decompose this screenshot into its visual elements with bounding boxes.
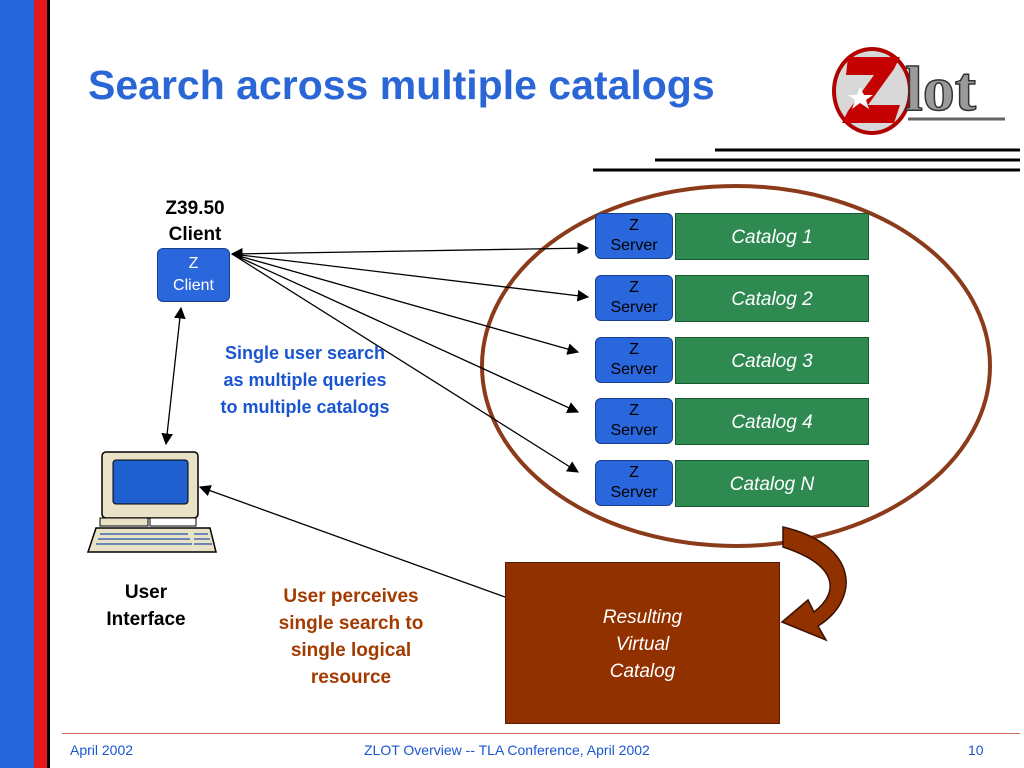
ui-caption-line1: User: [124, 582, 168, 603]
perceive-line3: single logical: [290, 640, 412, 661]
slide-title: Search across multiple catalogs: [88, 62, 715, 108]
z-server-4[interactable]: Z Server: [595, 398, 673, 444]
perceive-line4: resource: [310, 667, 392, 688]
query-arrow-5: [231, 253, 579, 473]
z-server-label-z: Z: [629, 217, 639, 234]
z-client-box[interactable]: Z Client: [157, 248, 230, 302]
catalog-group-ellipse: [480, 184, 992, 548]
search-note: Single user search as multiple queries t…: [180, 340, 430, 421]
perceive-line2: single search to: [278, 613, 424, 634]
search-note-line1: Single user search: [224, 343, 386, 363]
resulting-virtual-catalog-label: Resulting Virtual Catalog: [560, 604, 725, 685]
client-ui-arrow: [161, 306, 186, 446]
result-line3: Catalog: [609, 661, 676, 682]
z-server-label-z: Z: [629, 402, 639, 419]
z-server-label: Server: [610, 422, 658, 439]
svg-text:lot: lot: [905, 53, 977, 124]
z-server-5[interactable]: Z Server: [595, 460, 673, 506]
catalog-3[interactable]: Catalog 3: [675, 337, 869, 384]
z3950-client-caption: Z39.50 Client: [140, 196, 250, 248]
z-server-2[interactable]: Z Server: [595, 275, 673, 321]
query-arrow-1: [230, 242, 590, 260]
footer-page-number: 10: [968, 742, 984, 758]
return-curve-arrow: [780, 526, 847, 642]
footer-rule: [62, 733, 1020, 734]
client-caption-line2: Client: [168, 224, 222, 245]
z-server-label: Server: [610, 361, 658, 378]
computer-icon: [86, 451, 217, 553]
z-server-label-z: Z: [629, 464, 639, 481]
z-server-label-z: Z: [629, 279, 639, 296]
left-blue-bar: [0, 0, 34, 768]
z-server-3[interactable]: Z Server: [595, 337, 673, 383]
search-note-line2: as multiple queries: [223, 370, 387, 390]
z-server-label: Server: [610, 299, 658, 316]
catalog-1[interactable]: Catalog 1: [675, 213, 869, 260]
ui-caption-line2: Interface: [106, 609, 186, 630]
result-line2: Virtual: [615, 634, 670, 655]
resulting-virtual-catalog-box[interactable]: [505, 562, 780, 724]
perceive-line1: User perceives: [283, 586, 419, 607]
catalog-n[interactable]: Catalog N: [675, 460, 869, 507]
client-caption-line1: Z39.50: [165, 198, 225, 219]
z-server-label: Server: [610, 484, 658, 501]
z-server-1[interactable]: Z Server: [595, 213, 673, 259]
query-arrow-2: [231, 253, 590, 302]
z-server-label: Server: [610, 237, 658, 254]
left-black-bar: [47, 0, 50, 768]
perceive-note: User perceives single search to single l…: [250, 583, 452, 691]
catalog-4[interactable]: Catalog 4: [675, 398, 869, 445]
z-client-line1: Z: [188, 255, 199, 272]
user-interface-caption: User Interface: [80, 579, 212, 633]
z-server-label-z: Z: [629, 341, 639, 358]
z-client-line2: Client: [173, 277, 214, 294]
footer-title: ZLOT Overview -- TLA Conference, April 2…: [364, 742, 650, 758]
ui-result-arrow: [198, 485, 532, 608]
result-line1: Resulting: [602, 607, 683, 628]
catalog-2[interactable]: Catalog 2: [675, 275, 869, 322]
footer-date: April 2002: [70, 742, 134, 758]
left-red-bar: [34, 0, 47, 768]
query-arrow-4: [231, 253, 580, 413]
zlot-logo: lot: [832, 47, 1005, 135]
search-note-line3: to multiple catalogs: [220, 397, 390, 417]
query-arrow-3: [231, 253, 580, 355]
